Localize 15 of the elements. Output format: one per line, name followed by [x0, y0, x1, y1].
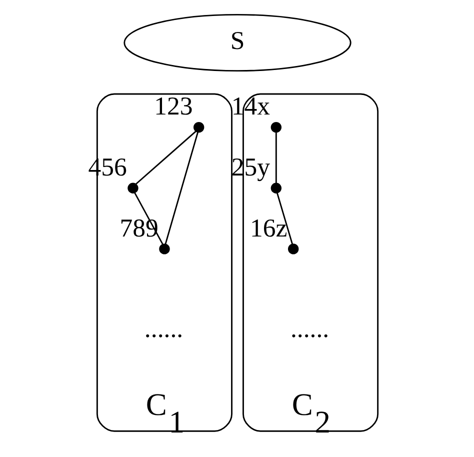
label: ......	[144, 314, 183, 344]
node-ellipse: S	[123, 14, 351, 72]
connector	[164, 132, 198, 244]
connector	[134, 130, 196, 185]
node-circle	[158, 244, 170, 254]
node-label: 16z	[250, 213, 287, 242]
node-circle	[270, 122, 282, 133]
connector	[276, 192, 293, 244]
node-label: 123	[154, 92, 192, 121]
connector	[274, 132, 276, 184]
node-circle	[192, 122, 204, 133]
node-circle	[127, 182, 138, 194]
label: ......	[290, 314, 329, 344]
node-circle	[287, 244, 298, 254]
node-circle	[270, 182, 282, 194]
